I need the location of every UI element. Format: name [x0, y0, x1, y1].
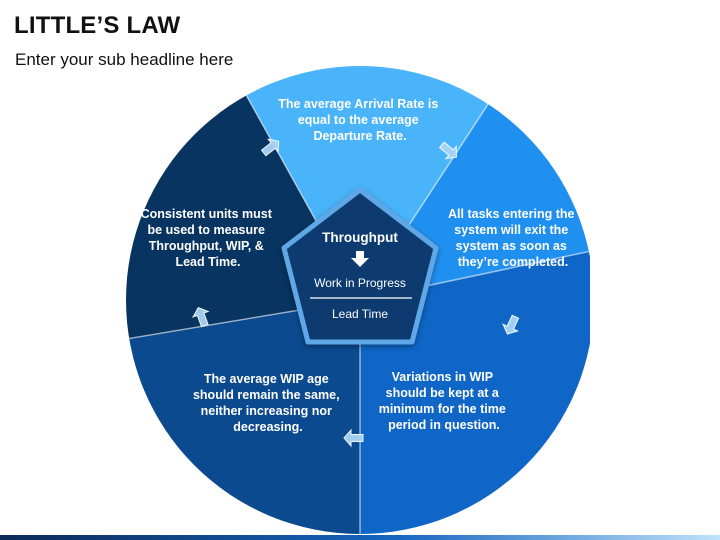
segment-bottom-right-text: Variations in WIP should be kept at a mi…	[379, 370, 510, 432]
sub-headline: Enter your sub headline here	[15, 50, 234, 69]
segment-top-text: The average Arrival Rate is equal to the…	[278, 97, 442, 143]
arrow-bottom-left-to-left-icon	[192, 307, 210, 328]
center-pentagon: Throughput Work in Progress Lead Time	[281, 187, 439, 345]
arrow-top-to-right-icon	[438, 141, 457, 160]
center-work-in-progress: Work in Progress	[314, 276, 406, 290]
segment-bottom-left-text: The average WIP age should remain the sa…	[193, 372, 343, 434]
center-lead-time: Lead Time	[332, 307, 388, 321]
down-arrow-icon	[351, 251, 369, 267]
segment-left-text: Consistent units must be used to measure…	[141, 207, 276, 269]
arrow-left-to-top-icon	[260, 138, 280, 157]
arrow-bottom-right-to-bottom-left-icon	[343, 428, 364, 448]
segment-right-text: All tasks entering the system will exit …	[448, 207, 578, 269]
center-title: Throughput	[322, 230, 398, 245]
segment-top	[230, 66, 496, 300]
arrow-right-to-bottom-right-icon	[502, 314, 520, 335]
page-title: LITTLE’S LAW	[14, 12, 181, 39]
footer-accent-bar	[0, 535, 720, 540]
